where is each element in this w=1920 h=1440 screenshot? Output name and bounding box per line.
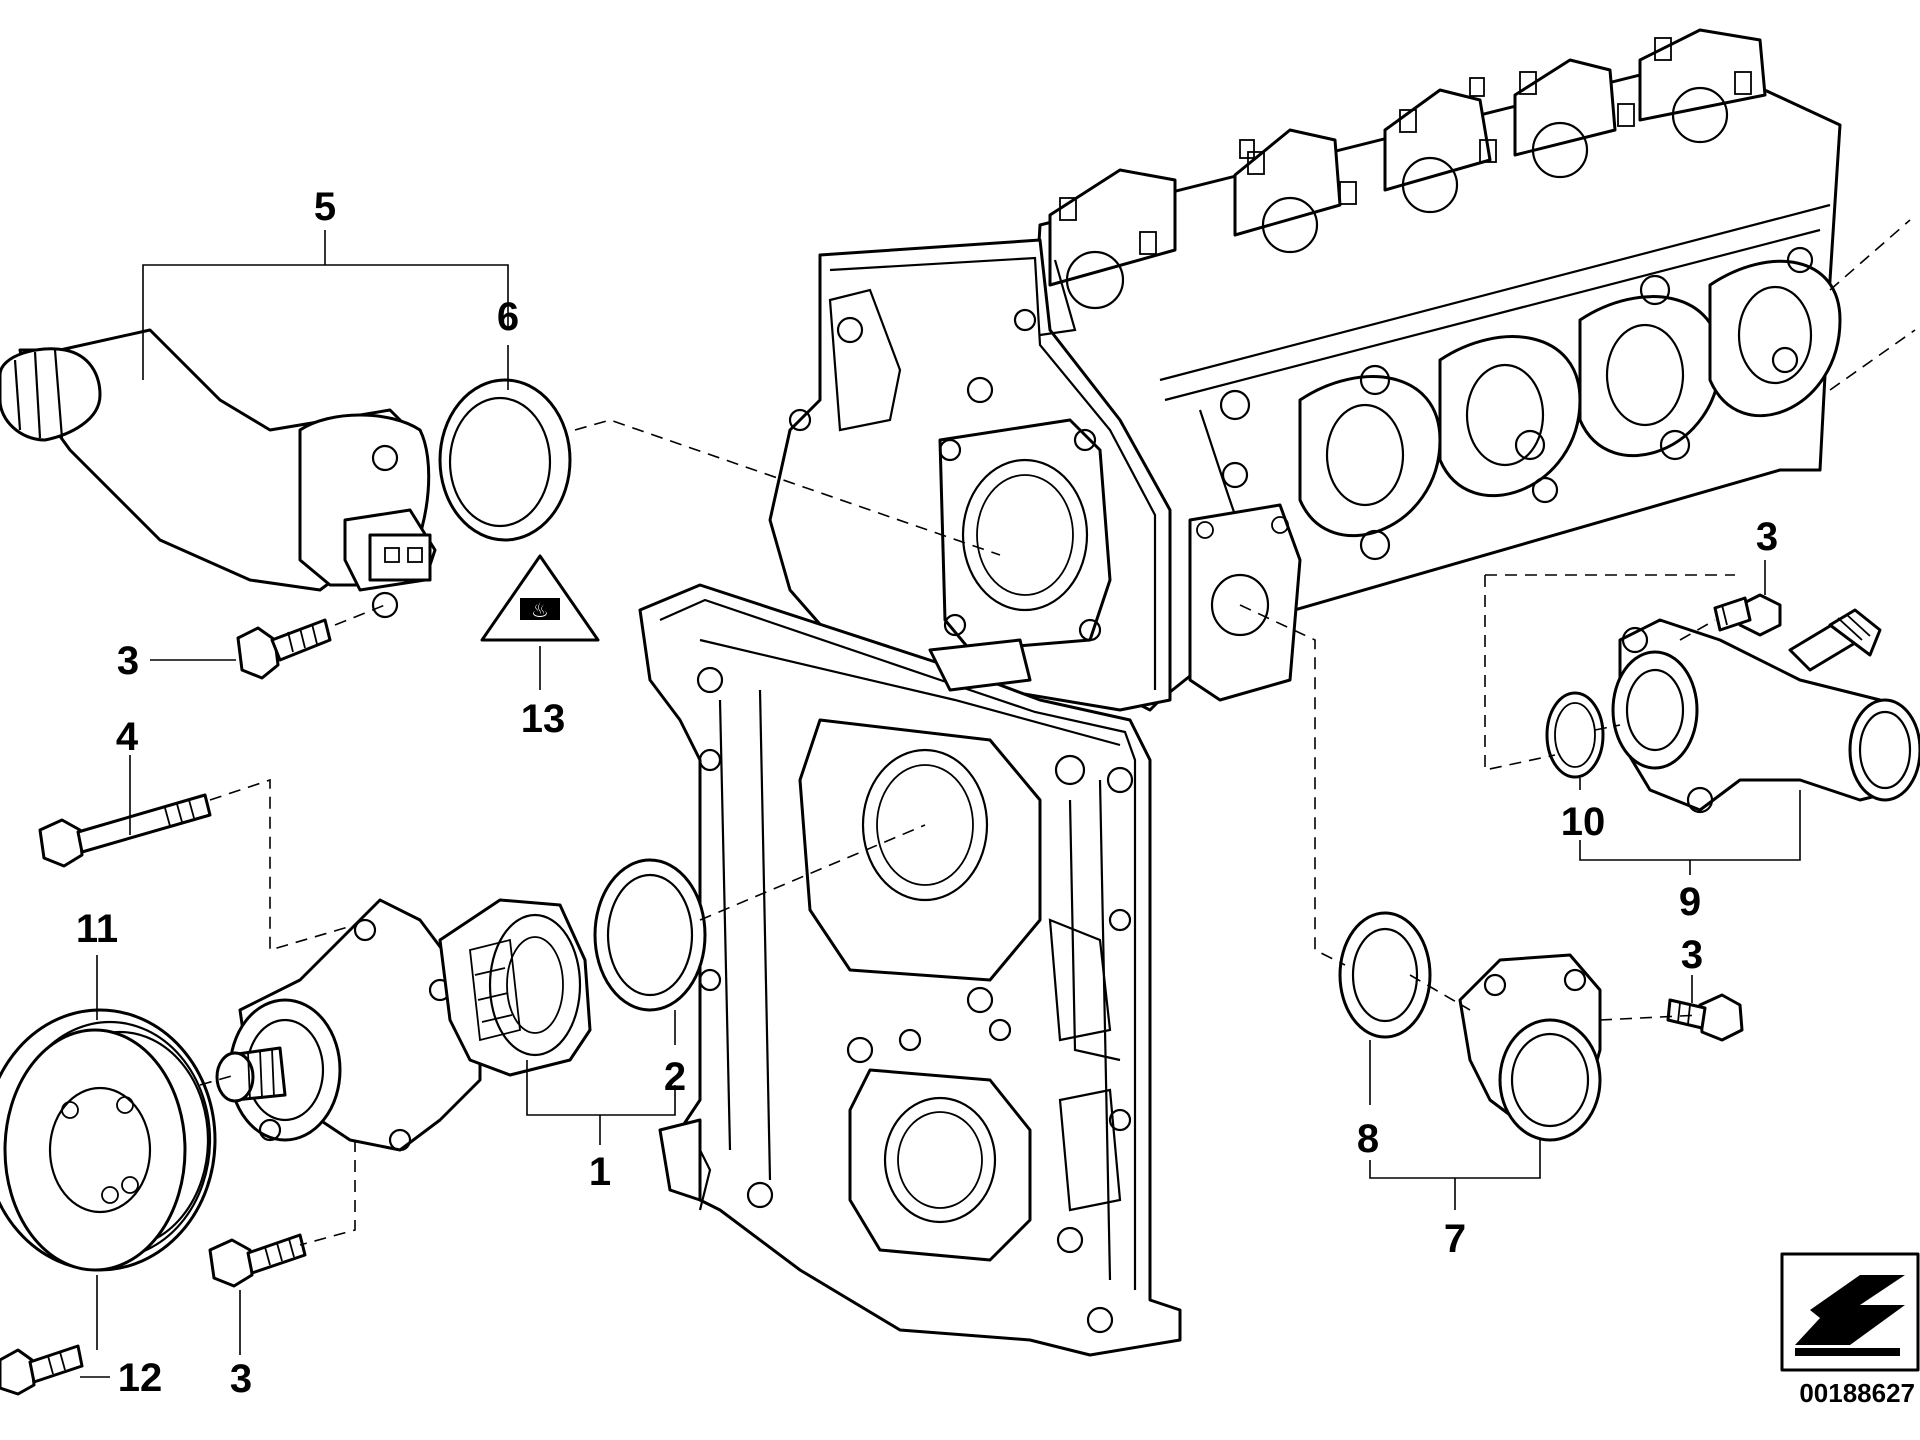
seal-ring-8 (1338, 911, 1432, 1039)
bolt-3-right-lower (1666, 993, 1744, 1042)
water-pump (215, 898, 592, 1152)
pulley (0, 1008, 217, 1272)
arrow-icon (1780, 1252, 1920, 1372)
callout-10: 10 (1561, 800, 1606, 844)
warning-glyph: ♨ (531, 598, 549, 622)
callout-3: 3 (230, 1357, 252, 1401)
leader-lines (80, 219, 1916, 1378)
callout-labels: 5 6 3 13 4 11 12 3 2 1 3 10 9 3 8 7 (76, 185, 1778, 1401)
callout-7: 7 (1444, 1217, 1466, 1261)
callout-13: 13 (521, 697, 566, 741)
gasket-ring-2 (593, 858, 707, 1012)
callout-3: 3 (1756, 515, 1778, 559)
callout-2: 2 (664, 1055, 686, 1099)
timing-cover (638, 583, 1182, 1357)
bolt-3-lower (208, 1233, 307, 1288)
cylinder-head (1028, 28, 1842, 712)
warning-label: ♨ (480, 554, 600, 642)
bolt-3-right-upper (1713, 593, 1782, 637)
document-id: 00188627 (1799, 1378, 1915, 1408)
callout-12: 12 (118, 1356, 163, 1400)
callout-3: 3 (117, 639, 139, 683)
callout-1: 1 (589, 1150, 611, 1194)
bolt-3-upper-left (236, 618, 332, 680)
callout-11: 11 (76, 907, 118, 951)
bolt-4-long (38, 793, 212, 868)
callout-4: 4 (116, 715, 139, 759)
coolant-elbow-7 (1458, 953, 1602, 1142)
bolt-12 (0, 1344, 84, 1396)
callout-5: 5 (314, 185, 336, 229)
thermostat-housing (0, 328, 437, 619)
gasket-ring-6 (438, 378, 572, 542)
upper-timing-case (768, 238, 1172, 712)
callout-6: 6 (497, 295, 519, 339)
o-ring-10 (1545, 691, 1605, 779)
callout-3: 3 (1681, 933, 1703, 977)
callout-9: 9 (1679, 880, 1701, 924)
coolant-flange-9 (1611, 608, 1920, 814)
callout-8: 8 (1357, 1117, 1379, 1161)
